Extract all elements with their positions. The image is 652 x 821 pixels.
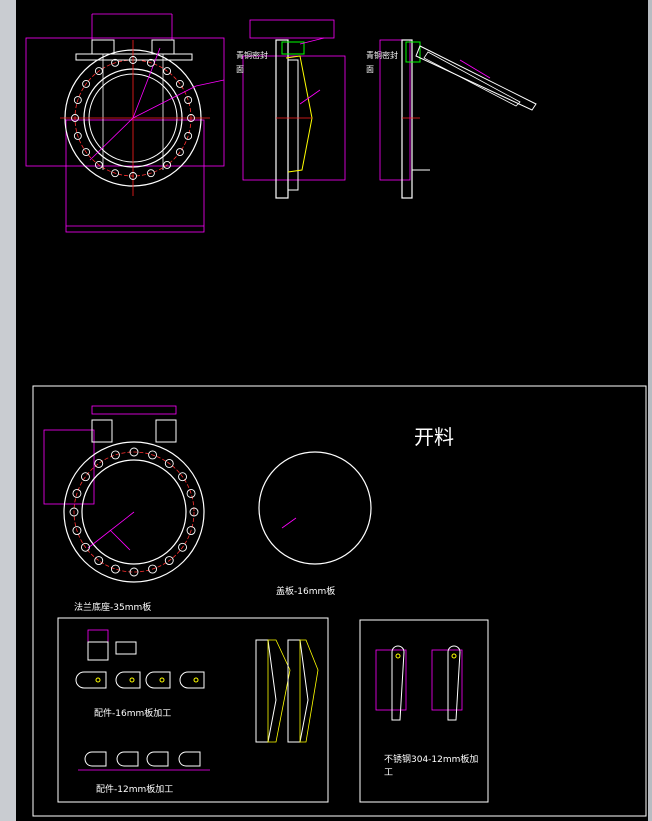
bolt-hole bbox=[164, 556, 174, 565]
right-edge-scrollbar[interactable] bbox=[648, 0, 652, 821]
layout-sheet-frame bbox=[32, 385, 647, 817]
bolt-hole bbox=[189, 507, 199, 517]
bolt-hole bbox=[187, 114, 195, 122]
layout-sheet-title: 开料 bbox=[414, 425, 454, 449]
bolt-hole bbox=[129, 567, 139, 577]
bolt-hole bbox=[163, 160, 172, 169]
side-view-1 bbox=[242, 19, 346, 199]
bolt-hole bbox=[129, 172, 137, 180]
side-view-1-seal-label: 青铜密封 bbox=[236, 50, 268, 60]
bolt-hole bbox=[81, 542, 90, 552]
bolt-hole bbox=[129, 56, 137, 64]
side-view-2-seal-label: 青铜密封 bbox=[366, 50, 398, 60]
parts-16mm-group bbox=[75, 629, 319, 743]
bolt-hole bbox=[146, 58, 155, 67]
stainless-caption-1: 不锈钢304-12mm板加 bbox=[384, 753, 478, 765]
bolt-hole bbox=[82, 79, 91, 88]
parts-12mm-group bbox=[78, 751, 210, 771]
bolt-hole bbox=[146, 169, 155, 178]
bolt-hole bbox=[186, 489, 196, 498]
bolt-hole bbox=[73, 131, 82, 140]
bolt-hole bbox=[82, 148, 91, 157]
bolt-hole bbox=[71, 114, 79, 122]
cover-plate-circle bbox=[258, 451, 372, 565]
bolt-hole bbox=[129, 447, 139, 457]
bolt-hole bbox=[178, 542, 187, 552]
flange-caption: 法兰底座-35mm板 bbox=[74, 601, 151, 613]
bolt-hole bbox=[186, 526, 196, 535]
bolt-hole bbox=[73, 96, 82, 105]
stainless-parts-box bbox=[359, 619, 489, 803]
front-view bbox=[25, 13, 225, 233]
bolt-hole bbox=[111, 169, 120, 178]
flange-plate-inner bbox=[81, 459, 187, 565]
bolt-hole bbox=[81, 472, 90, 482]
parts-16mm-caption: 配件-16mm板加工 bbox=[94, 707, 171, 719]
flange-bolt-holes bbox=[69, 447, 199, 577]
cover-plate-caption: 盖板-16mm板 bbox=[276, 585, 335, 597]
bolt-hole bbox=[164, 459, 174, 468]
side-view-1-dim-frame bbox=[242, 55, 346, 181]
bolt-hole bbox=[111, 564, 120, 574]
bolt-hole bbox=[148, 564, 157, 574]
bolt-hole bbox=[94, 67, 103, 76]
bolt-hole bbox=[72, 489, 82, 498]
bolt-hole bbox=[94, 459, 104, 468]
parts-12mm-caption: 配件-12mm板加工 bbox=[96, 783, 173, 795]
bolt-hole bbox=[175, 148, 184, 157]
bolt-hole bbox=[94, 160, 103, 169]
bolt-hole bbox=[175, 79, 184, 88]
bolt-hole bbox=[148, 450, 157, 460]
parts-box bbox=[57, 617, 329, 803]
front-view-dim-frame-lower bbox=[65, 119, 205, 233]
bolt-hole bbox=[111, 450, 120, 460]
flange-plate-outer bbox=[63, 441, 205, 583]
bolt-hole bbox=[163, 67, 172, 76]
side-view-2-seal-label-b: 面 bbox=[366, 65, 374, 74]
side-view-2 bbox=[379, 39, 537, 199]
bolt-hole bbox=[184, 96, 193, 105]
side-view-1-seal-label-b: 面 bbox=[236, 65, 244, 74]
bolt-hole bbox=[111, 58, 120, 67]
stainless-parts-group bbox=[375, 645, 463, 721]
flange-base-plate bbox=[43, 405, 205, 583]
bolt-hole bbox=[178, 472, 187, 482]
left-side-panel bbox=[0, 0, 16, 821]
bolt-hole bbox=[184, 131, 193, 140]
stainless-caption-2: 工 bbox=[384, 768, 393, 778]
bolt-hole bbox=[94, 556, 104, 565]
bolt-hole bbox=[72, 526, 82, 535]
bolt-hole bbox=[69, 507, 79, 517]
